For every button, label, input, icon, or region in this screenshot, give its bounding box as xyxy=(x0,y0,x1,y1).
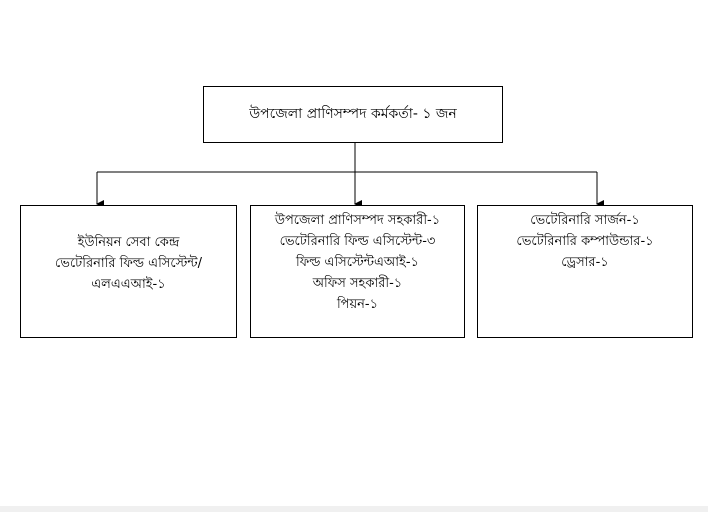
veterinary-staff-box: ভেটেরিনারি সার্জন-১ ভেটেরিনারি কম্পাউন্ড… xyxy=(477,205,693,338)
box-line: অফিস সহকারী-১ xyxy=(312,276,403,291)
box-line: এলএএআই-১ xyxy=(91,277,166,292)
box-line: ফিল্ড এসিস্টেন্টএআই-১ xyxy=(296,255,419,270)
box-line: ড্রেসার-১ xyxy=(561,255,609,270)
box-line: ভেটেরিনারি কম্পাউন্ডার-১ xyxy=(516,234,654,249)
box-line: পিয়ন-১ xyxy=(336,297,379,312)
union-service-box: ইউনিয়ন সেবা কেন্দ্র ভেটেরিনারি ফিল্ড এস… xyxy=(20,205,237,338)
upazila-staff-box: উপজেলা প্রাণিসম্পদ সহকারী-১ ভেটেরিনারি ফ… xyxy=(250,205,465,338)
top-officer-box: উপজেলা প্রাণিসম্পদ কর্মকর্তা- ১ জন xyxy=(203,86,503,143)
box-line: ভেটেরিনারি ফিল্ড এসিস্টেন্ট-৩ xyxy=(279,234,436,249)
box-line: উপজেলা প্রাণিসম্পদ সহকারী-১ xyxy=(274,213,441,228)
box-line: ইউনিয়ন সেবা কেন্দ্র xyxy=(77,235,180,250)
bottom-strip xyxy=(0,506,708,512)
box-line: ভেটেরিনারি সার্জন-১ xyxy=(530,213,640,228)
box-line: ভেটেরিনারি ফিল্ড এসিস্টেন্ট/ xyxy=(54,256,203,271)
top-officer-label: উপজেলা প্রাণিসম্পদ কর্মকর্তা- ১ জন xyxy=(249,106,457,122)
